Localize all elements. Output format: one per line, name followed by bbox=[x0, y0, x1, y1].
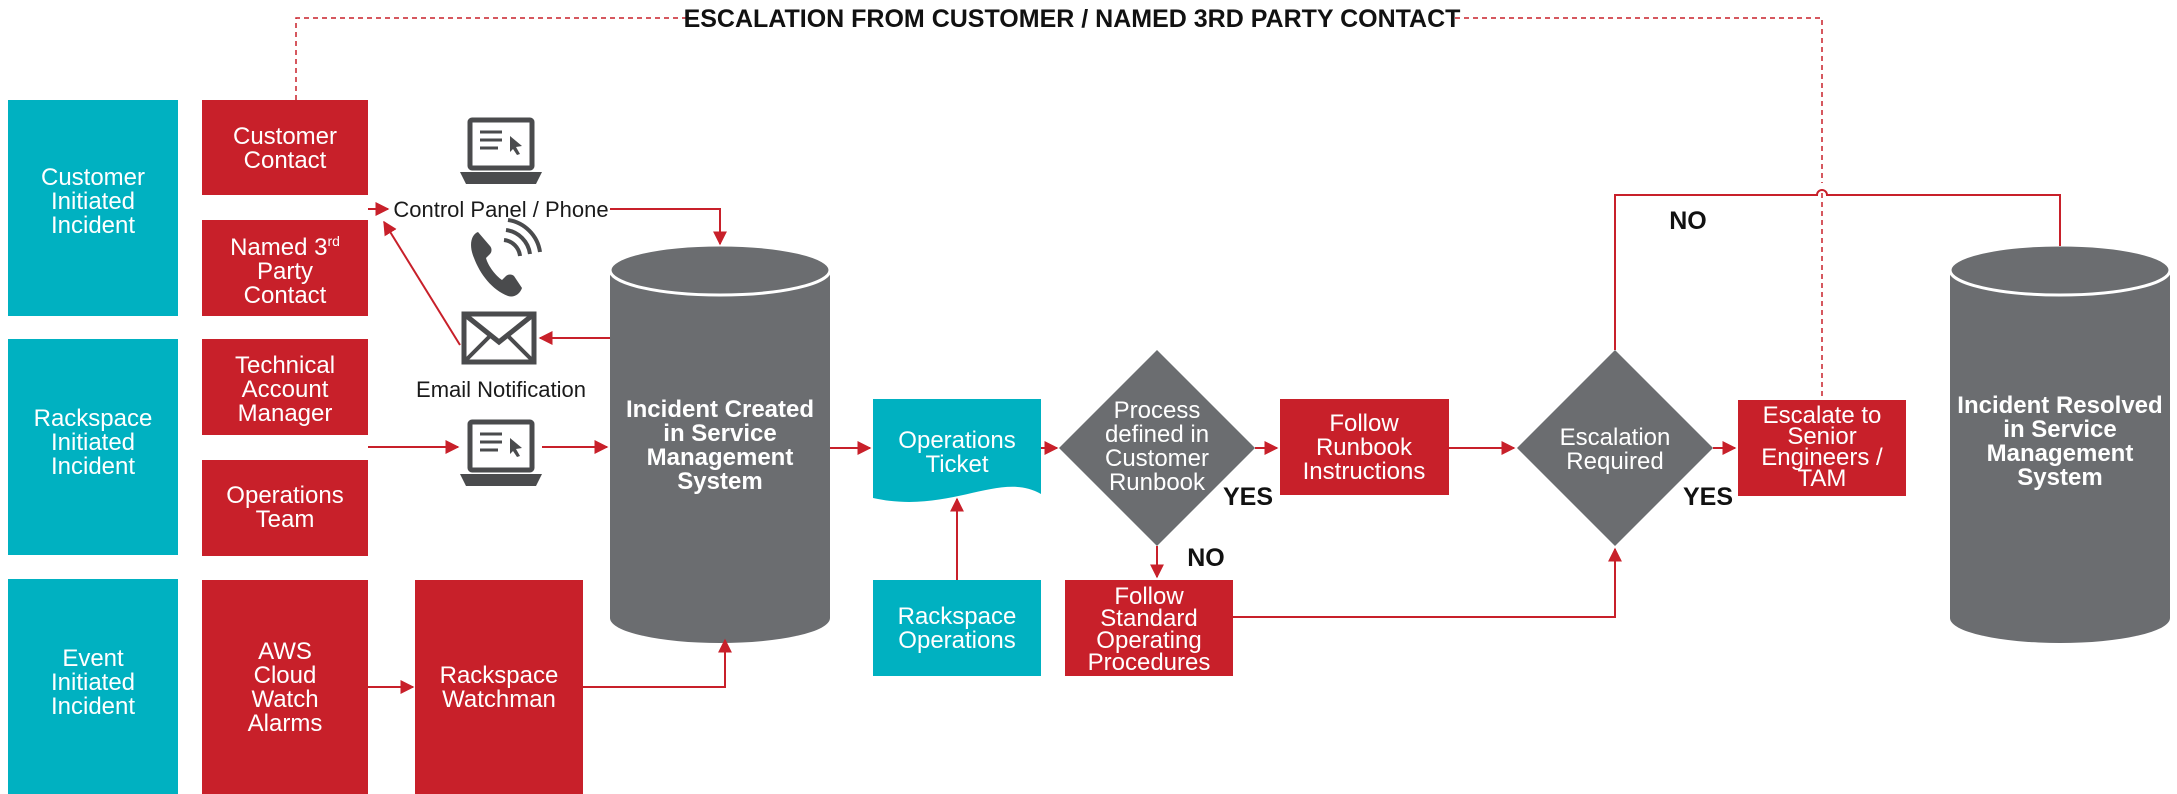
svg-text:Incident: Incident bbox=[51, 212, 135, 239]
svg-text:Contact: Contact bbox=[244, 147, 327, 174]
svg-text:Required: Required bbox=[1566, 448, 1663, 475]
svg-text:Event: Event bbox=[62, 645, 124, 672]
svg-text:TAM: TAM bbox=[1798, 465, 1847, 492]
incident-created-cylinder: Incident Created in Service Management S… bbox=[608, 243, 832, 643]
svg-text:Operations: Operations bbox=[898, 627, 1015, 654]
svg-text:Team: Team bbox=[256, 506, 315, 533]
yes-label-runbook: YES bbox=[1223, 483, 1273, 511]
customer-contact-box: Customer Contact bbox=[202, 100, 368, 195]
svg-text:Procedures: Procedures bbox=[1088, 649, 1211, 676]
rackspace-watchman-box: Rackspace Watchman bbox=[415, 580, 583, 794]
svg-text:Operations: Operations bbox=[226, 482, 343, 509]
laptop-icon bbox=[460, 419, 542, 486]
svg-text:Party: Party bbox=[257, 258, 313, 285]
svg-text:Runbook: Runbook bbox=[1109, 469, 1206, 496]
svg-text:defined in: defined in bbox=[1105, 421, 1209, 448]
escalate-senior-box: Escalate to Senior Engineers / TAM bbox=[1738, 400, 1906, 496]
svg-text:Escalate to: Escalate to bbox=[1763, 402, 1882, 429]
svg-text:Operations: Operations bbox=[898, 427, 1015, 454]
aws-cloudwatch-alarms-box: AWS Cloud Watch Alarms bbox=[202, 580, 368, 794]
svg-text:Escalation: Escalation bbox=[1560, 424, 1671, 451]
operations-ticket: Operations Ticket bbox=[873, 399, 1041, 502]
svg-text:Customer: Customer bbox=[1105, 445, 1209, 472]
svg-text:Alarms: Alarms bbox=[248, 710, 323, 737]
svg-text:Runbook: Runbook bbox=[1316, 434, 1413, 461]
svg-text:in Service: in Service bbox=[2003, 416, 2116, 443]
svg-text:Manager: Manager bbox=[238, 400, 333, 427]
event-initiated-incident: Event Initiated Incident bbox=[8, 579, 178, 794]
svg-text:Ticket: Ticket bbox=[925, 451, 988, 478]
svg-text:Instructions: Instructions bbox=[1303, 458, 1426, 485]
svg-text:Customer: Customer bbox=[41, 164, 145, 191]
connectors bbox=[368, 189, 2061, 694]
svg-text:Technical: Technical bbox=[235, 352, 335, 379]
svg-text:Follow: Follow bbox=[1114, 583, 1184, 610]
svg-text:Process: Process bbox=[1114, 397, 1201, 424]
svg-text:System: System bbox=[677, 468, 762, 495]
technical-account-manager-box: Technical Account Manager bbox=[202, 339, 368, 435]
escalation-decision-diamond: Escalation Required bbox=[1517, 350, 1713, 546]
control-panel-phone-label: Control Panel / Phone bbox=[393, 197, 608, 222]
svg-text:Incident: Incident bbox=[51, 453, 135, 480]
svg-text:System: System bbox=[2017, 464, 2102, 491]
svg-text:Account: Account bbox=[242, 376, 329, 403]
email-icon bbox=[461, 311, 537, 365]
escalation-label: ESCALATION FROM CUSTOMER / NAMED 3RD PAR… bbox=[684, 5, 1461, 33]
svg-text:Management: Management bbox=[647, 444, 794, 471]
svg-text:Rackspace: Rackspace bbox=[34, 405, 153, 432]
operations-team-box: Operations Team bbox=[202, 460, 368, 556]
svg-text:Incident Resolved: Incident Resolved bbox=[1957, 392, 2162, 419]
svg-text:Rackspace: Rackspace bbox=[440, 662, 559, 689]
svg-text:Initiated: Initiated bbox=[51, 188, 135, 215]
svg-text:Operating: Operating bbox=[1096, 627, 1201, 654]
yes-label-escalation: YES bbox=[1683, 483, 1733, 511]
svg-text:Incident: Incident bbox=[51, 693, 135, 720]
email-notification-label: Email Notification bbox=[416, 377, 586, 402]
svg-text:Management: Management bbox=[1987, 440, 2134, 467]
svg-text:Senior: Senior bbox=[1787, 423, 1856, 450]
follow-runbook-box: Follow Runbook Instructions bbox=[1280, 399, 1449, 495]
svg-text:Initiated: Initiated bbox=[51, 669, 135, 696]
laptop-icon bbox=[460, 117, 542, 184]
svg-text:Initiated: Initiated bbox=[51, 429, 135, 456]
svg-text:in Service: in Service bbox=[663, 420, 776, 447]
svg-text:Incident Created: Incident Created bbox=[626, 396, 814, 423]
phone-icon bbox=[471, 218, 542, 297]
follow-sop-box: Follow Standard Operating Procedures bbox=[1065, 580, 1233, 676]
no-label-escalation: NO bbox=[1669, 207, 1707, 235]
svg-text:Contact: Contact bbox=[244, 282, 327, 309]
rackspace-initiated-incident: Rackspace Initiated Incident bbox=[8, 339, 178, 555]
svg-text:Watch: Watch bbox=[251, 686, 318, 713]
svg-text:Rackspace: Rackspace bbox=[898, 603, 1017, 630]
runbook-decision-diamond: Process defined in Customer Runbook bbox=[1059, 350, 1255, 546]
svg-text:Engineers /: Engineers / bbox=[1761, 444, 1883, 471]
escalation-loop: ESCALATION FROM CUSTOMER / NAMED 3RD PAR… bbox=[295, 5, 1823, 404]
customer-initiated-incident: Customer Initiated Incident bbox=[8, 100, 178, 316]
named-3rd-party-contact-box: Named 3rd Party Contact bbox=[202, 220, 368, 316]
rackspace-operations-box: Rackspace Operations bbox=[873, 580, 1041, 676]
svg-text:Customer: Customer bbox=[233, 123, 337, 150]
svg-text:Named 3rd: Named 3rd bbox=[230, 233, 340, 261]
svg-text:Follow: Follow bbox=[1329, 410, 1399, 437]
no-label-runbook: NO bbox=[1187, 544, 1225, 572]
incident-resolved-cylinder: Incident Resolved in Service Management … bbox=[1948, 243, 2172, 643]
svg-text:Standard: Standard bbox=[1100, 605, 1197, 632]
svg-text:Cloud: Cloud bbox=[254, 662, 317, 689]
svg-text:Watchman: Watchman bbox=[442, 686, 556, 713]
svg-text:AWS: AWS bbox=[258, 638, 312, 665]
